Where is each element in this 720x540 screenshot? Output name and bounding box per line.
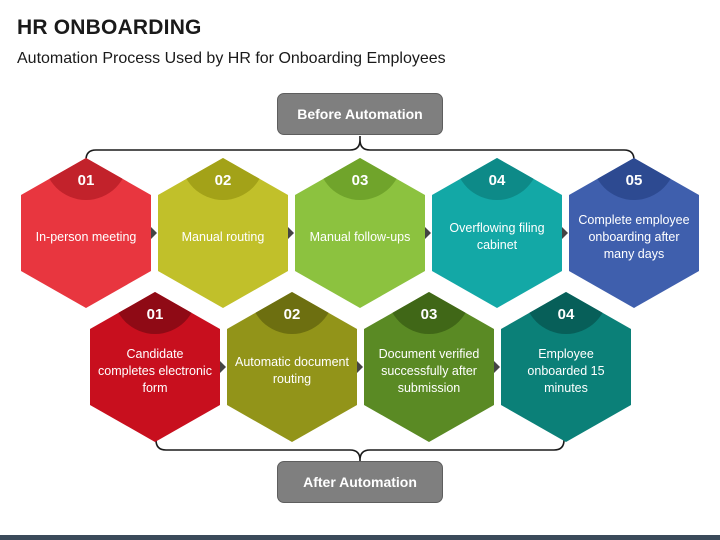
step-number: 02	[283, 306, 301, 323]
chevron-right-icon	[425, 227, 431, 239]
step-number: 04	[488, 172, 506, 189]
step-text: Complete employee onboarding after many …	[578, 212, 690, 261]
step-number: 01	[77, 172, 95, 189]
page-title: HR ONBOARDING	[17, 16, 202, 39]
hexagon-shape	[158, 158, 288, 308]
hexagon-shape	[21, 158, 151, 308]
step-number: 03	[420, 306, 438, 323]
step-text: Candidate completes electronic form	[98, 346, 212, 395]
after-automation-label: After Automation	[277, 461, 443, 503]
step-text: Overflowing filing cabinet	[449, 221, 545, 252]
step-number: 04	[557, 306, 575, 323]
chevron-right-icon	[220, 361, 226, 373]
step-number: 05	[625, 172, 643, 189]
hexagon-shape	[90, 292, 220, 442]
step-number: 01	[146, 306, 164, 323]
step-text: Document verified successfully after sub…	[378, 346, 480, 395]
chevron-right-icon	[357, 361, 363, 373]
hexagon-shape	[501, 292, 631, 442]
step-text: Automatic document routing	[235, 355, 349, 386]
chevron-right-icon	[494, 361, 500, 373]
chevron-right-icon	[562, 227, 568, 239]
step-text: Employee onboarded 15 minutes	[527, 346, 605, 395]
hexagon-shape	[364, 292, 494, 442]
hexagon-shape	[295, 158, 425, 308]
hexagon-shape	[569, 158, 699, 308]
chevron-right-icon	[151, 227, 157, 239]
chevron-right-icon	[288, 227, 294, 239]
step-text: Manual follow-ups	[309, 229, 411, 244]
step-text: In-person meeting	[35, 229, 137, 244]
footer-bar	[0, 535, 720, 540]
hexagon-shape	[227, 292, 357, 442]
before-automation-label: Before Automation	[277, 93, 443, 135]
page-subtitle: Automation Process Used by HR for Onboar…	[17, 50, 446, 67]
step-number: 03	[351, 172, 369, 189]
step-text: Manual routing	[181, 229, 265, 244]
hexagon-shape	[432, 158, 562, 308]
step-number: 02	[214, 172, 232, 189]
